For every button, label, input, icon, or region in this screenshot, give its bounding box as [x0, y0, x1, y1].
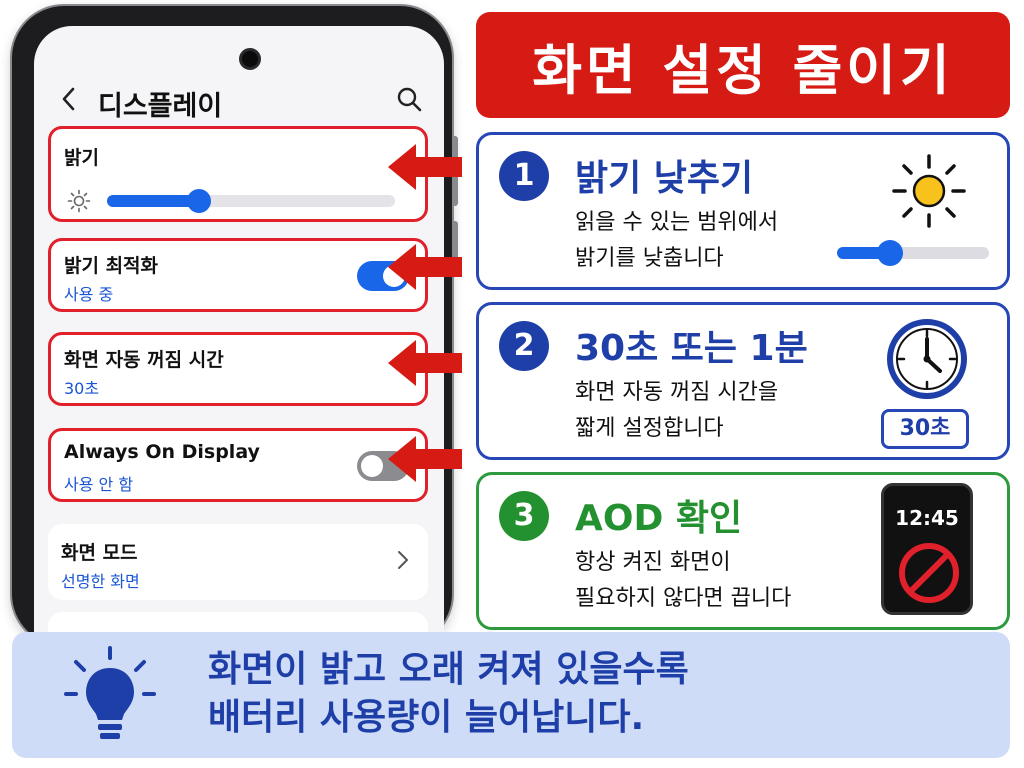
slider-thumb [877, 240, 904, 266]
desc-line: 읽을 수 있는 범위에서 [575, 210, 779, 235]
tip-banner: 화면이 밝고 오래 켜져 있을수록 배터리 사용량이 늘어납니다. [12, 632, 1010, 758]
step-number-badge: 3 [499, 491, 549, 541]
step-description: 항상 켜진 화면이 필요하지 않다면 끕니다 [575, 545, 791, 617]
clock-icon [887, 319, 967, 399]
setting-status: 30초 [64, 379, 100, 398]
phone-screen: 디스플레이 밝기 [34, 26, 444, 646]
step-description: 읽을 수 있는 범위에서 밝기를 낮춥니다 [575, 205, 778, 277]
step-title: 밝기 낮추기 [575, 158, 754, 199]
arrow-left-icon [388, 144, 462, 190]
setting-status: 사용 안 함 [64, 475, 134, 494]
desc-line: 밝기를 낮춥니다 [575, 246, 724, 271]
title-banner: 화면 설정 줄이기 [476, 12, 1010, 118]
step-3-card: 3 AOD 확인 항상 켜진 화면이 필요하지 않다면 끕니다 12:45 [476, 472, 1010, 630]
step-number-badge: 2 [499, 321, 549, 371]
setting-label: 밝기 최적화 [64, 255, 159, 277]
chevron-right-icon [396, 548, 410, 578]
brightness-illustration-slider [837, 240, 989, 266]
desc-line: 화면 자동 꺼짐 시간을 [575, 380, 779, 405]
step-1-card: 1 밝기 낮추기 읽을 수 있는 범위에서 밝기를 낮춥니다 [476, 132, 1010, 290]
lightbulb-icon [64, 646, 156, 739]
slider-thumb[interactable] [187, 189, 212, 213]
setting-screen-mode[interactable]: 화면 모드 선명한 화면 [48, 524, 428, 600]
app-bar: 디스플레이 [34, 70, 444, 130]
front-camera [239, 48, 261, 70]
banner-title: 화면 설정 줄이기 [532, 38, 954, 102]
page-title: 디스플레이 [98, 91, 223, 122]
search-icon[interactable] [396, 86, 422, 112]
setting-label: 밝기 [64, 147, 99, 169]
desc-line: 짧게 설정합니다 [575, 416, 724, 441]
tip-text: 화면이 밝고 오래 켜져 있을수록 배터리 사용량이 늘어납니다. [208, 646, 689, 742]
setting-screen-timeout[interactable]: 화면 자동 꺼짐 시간 30초 [48, 332, 428, 406]
step-number-badge: 1 [499, 151, 549, 201]
prohibited-icon [899, 543, 959, 603]
back-arrow-icon[interactable] [56, 82, 82, 116]
arrow-left-icon [388, 244, 462, 290]
toggle-knob [361, 455, 383, 477]
setting-brightness[interactable]: 밝기 [48, 126, 428, 222]
setting-label: Always On Display [64, 441, 260, 463]
desc-line: 필요하지 않다면 끕니다 [575, 586, 792, 611]
sun-icon [67, 189, 91, 213]
arrow-left-icon [388, 340, 462, 386]
setting-label: 화면 자동 꺼짐 시간 [64, 349, 224, 371]
tip-line: 화면이 밝고 오래 켜져 있을수록 [208, 649, 689, 690]
step-2-card: 2 30초 또는 1분 화면 자동 꺼짐 시간을 짧게 설정합니다 30초 [476, 302, 1010, 460]
setting-always-on-display[interactable]: Always On Display 사용 안 함 [48, 428, 428, 502]
desc-line: 항상 켜진 화면이 [575, 550, 731, 575]
step-title: 30초 또는 1분 [575, 328, 808, 369]
step-title: AOD 확인 [575, 498, 743, 539]
arrow-left-icon [388, 436, 462, 482]
slider-fill [837, 247, 891, 259]
brightness-slider[interactable] [107, 189, 395, 213]
phone-mockup: 디스플레이 밝기 [12, 6, 458, 646]
watch-time: 12:45 [895, 506, 959, 530]
volume-button [452, 221, 458, 266]
sun-icon [892, 154, 966, 228]
setting-label: 화면 모드 [61, 542, 138, 564]
tip-line: 배터리 사용량이 늘어납니다. [208, 697, 645, 738]
setting-adaptive-brightness[interactable]: 밝기 최적화 사용 중 [48, 238, 428, 312]
watch-icon: 12:45 [881, 483, 973, 615]
timeout-badge: 30초 [881, 409, 969, 449]
setting-status: 사용 중 [64, 285, 114, 304]
setting-status: 선명한 화면 [61, 572, 140, 591]
slider-fill [107, 195, 200, 207]
step-description: 화면 자동 꺼짐 시간을 짧게 설정합니다 [575, 375, 778, 447]
